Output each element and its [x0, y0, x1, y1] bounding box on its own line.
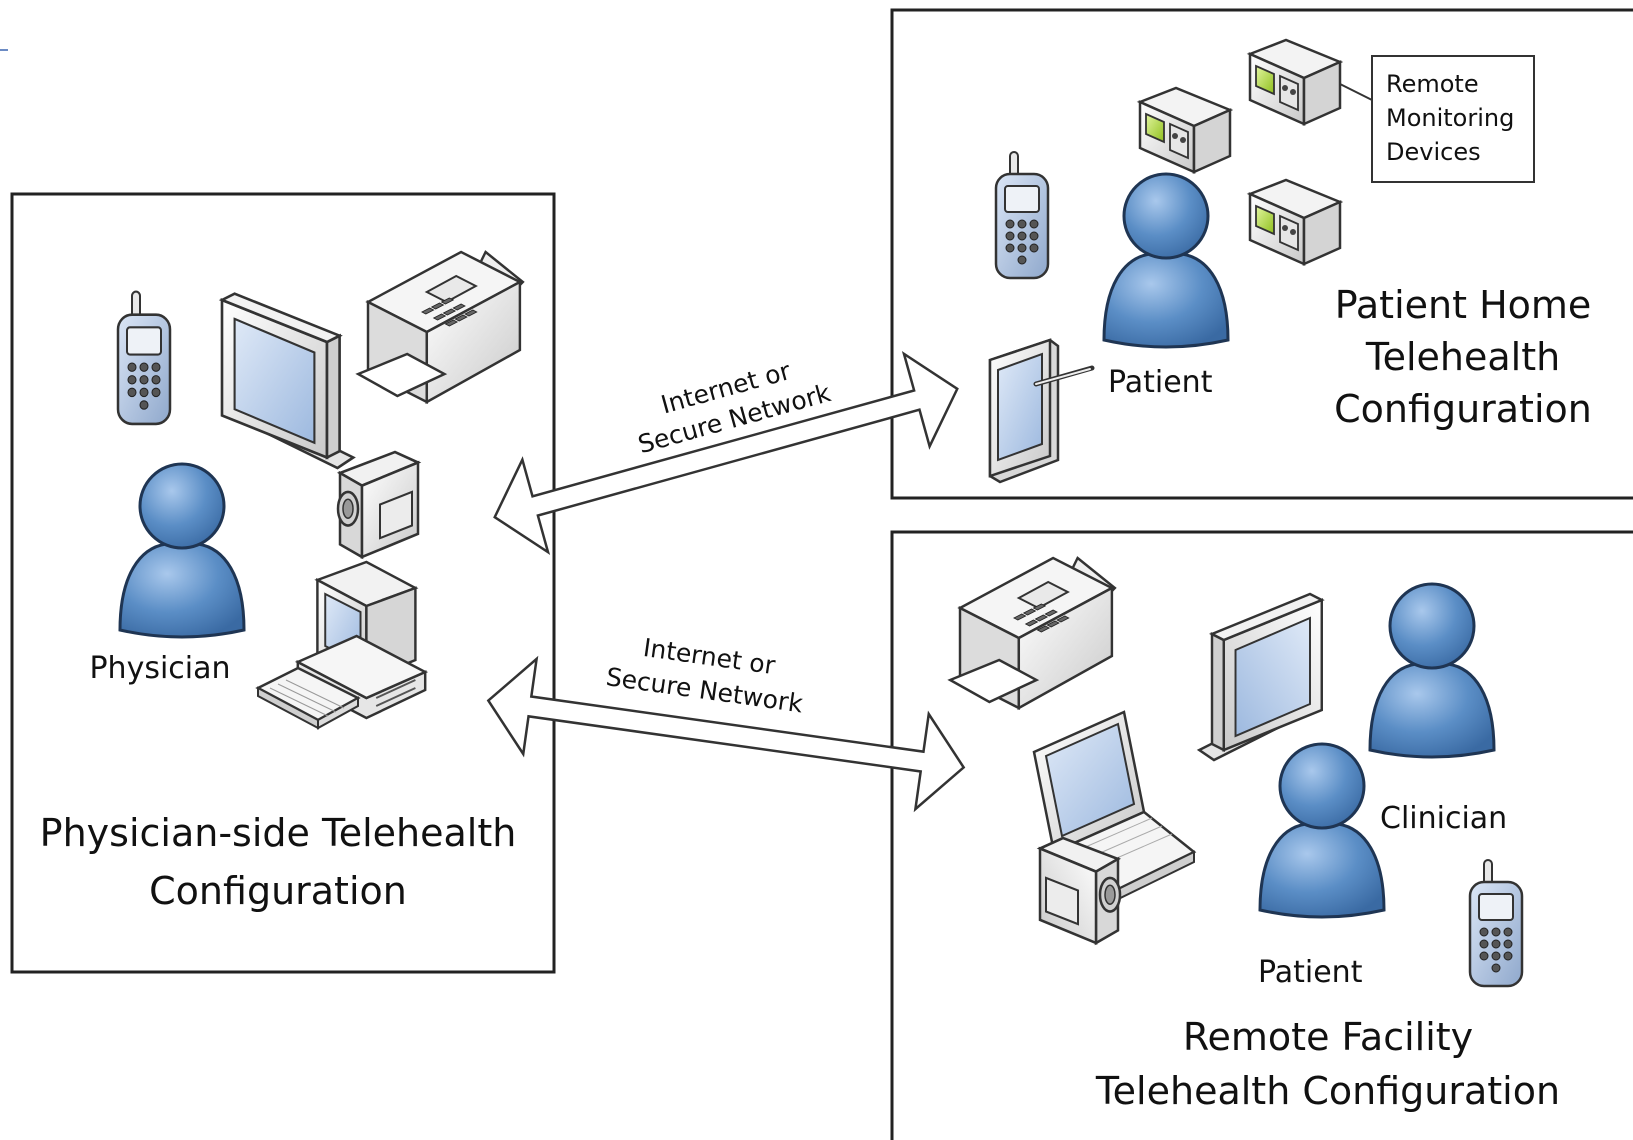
physician-box-title-line1: Physician-side Telehealth — [40, 811, 517, 855]
tablet-icon — [990, 340, 1092, 482]
home-box-frame — [890, 8, 1633, 500]
callout-box — [1371, 55, 1535, 183]
physician-box-frame — [10, 192, 556, 974]
home-box-title-line1: Patient Home — [1335, 283, 1592, 327]
facility-box-frame — [890, 530, 1633, 1140]
physician-box-title-line2: Configuration — [149, 869, 407, 913]
callout-line3: Devices — [1386, 138, 1481, 166]
person-icon — [1368, 582, 1496, 759]
mobile-phone-icon — [994, 150, 1050, 280]
callout-line1: Remote — [1386, 70, 1479, 98]
clinician-label: Clinician — [1380, 801, 1507, 836]
facility-box-title-line1: Remote Facility — [1183, 1015, 1473, 1059]
callout-line2: Monitoring — [1386, 104, 1514, 132]
video-camera-icon — [336, 450, 420, 559]
monitor-icon — [1198, 592, 1324, 762]
monitoring-device-icon — [1248, 178, 1342, 266]
person-icon — [1102, 172, 1230, 349]
mobile-phone-icon — [1468, 858, 1524, 988]
facility-patient-label: Patient — [1258, 955, 1363, 990]
physician-configuration-box: Physician Physician-side Telehealth Conf… — [10, 192, 556, 974]
fax-machine-icon — [356, 250, 525, 404]
monitoring-device-icon — [1248, 38, 1342, 126]
mobile-phone-icon — [116, 290, 172, 426]
home-box-title-line2: Telehealth — [1365, 335, 1560, 379]
patient-home-configuration-box: Remote Monitoring Devices Patient Patien… — [890, 8, 1633, 500]
remote-facility-configuration-box: Clinician Patient Remote Facility Telehe… — [890, 530, 1633, 1140]
monitor-icon — [220, 292, 355, 470]
facility-box-title-line2: Telehealth Configuration — [1095, 1069, 1560, 1113]
home-patient-label: Patient — [1108, 365, 1213, 400]
person-icon — [1258, 742, 1386, 919]
person-icon — [118, 462, 246, 639]
monitoring-device-icon — [1138, 86, 1232, 174]
home-box-title-line3: Configuration — [1334, 387, 1592, 431]
fax-machine-icon — [948, 556, 1117, 710]
callout-leader-line — [1339, 83, 1373, 101]
physician-label: Physician — [89, 651, 230, 686]
